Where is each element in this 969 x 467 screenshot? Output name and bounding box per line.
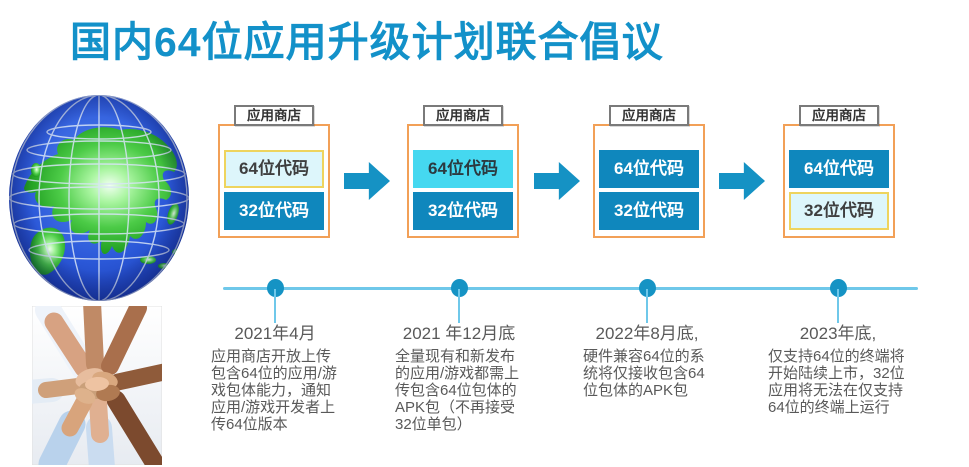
milestone-date: 2022年8月底, [595,324,699,343]
app-store-stage-2: 应用商店 64位代码 32位代码 [407,105,519,238]
milestone-description: 仅支持64位的终端将开始陆续上市，32位应用将无法在仅支持64位的终端上运行 [768,348,905,417]
code-box-32: 32位代码 [413,192,513,230]
app-store-stage-4: 应用商店 64位代码 32位代码 [783,105,895,238]
milestone-date: 2021 年12月底 [402,324,516,343]
timeline-line [223,287,918,290]
timeline-dot [639,279,656,297]
milestone-description: 全量现有和新发布的应用/游戏都需上传包含64位包体的APK包（不再接受32位单包… [395,348,520,434]
milestone-2: 2021 年12月底 全量现有和新发布的应用/游戏都需上传包含64位包体的APK… [374,324,544,434]
code-box-32: 32位代码 [599,192,699,230]
app-store-label: 应用商店 [234,105,314,126]
code-box-64: 64位代码 [789,150,889,188]
timeline-dot [451,279,468,297]
timeline-dot [830,279,847,297]
right-arrow-icon [534,162,580,200]
app-store-stage-1: 应用商店 64位代码 32位代码 [218,105,330,238]
globe-earth-icon [6,92,194,306]
timeline-tick [274,289,276,323]
timeline-dot [267,279,284,297]
app-store-box: 64位代码 32位代码 [593,124,705,238]
teamwork-hands-image [16,293,173,467]
milestone-description: 硬件兼容64位的系统将仅接收包含64位包体的APK包 [583,348,705,400]
code-box-32: 32位代码 [789,192,889,230]
right-arrow-icon [344,162,390,200]
app-store-stage-3: 应用商店 64位代码 32位代码 [593,105,705,238]
app-store-box: 64位代码 32位代码 [218,124,330,238]
code-box-32: 32位代码 [224,192,324,230]
milestone-1: 2021年4月 应用商店开放上传包含64位的应用/游戏包体能力，通知应用/游戏开… [190,324,360,434]
app-store-label: 应用商店 [799,105,879,126]
milestone-date: 2023年底, [799,324,877,343]
code-box-64: 64位代码 [413,150,513,188]
slide-title: 国内64位应用升级计划联合倡议 [70,19,664,65]
milestone-3: 2022年8月底, 硬件兼容64位的系统将仅接收包含64位包体的APK包 [562,324,732,400]
milestone-description: 应用商店开放上传包含64位的应用/游戏包体能力，通知应用/游戏开发者上传64位版… [211,348,337,434]
timeline-tick [646,289,648,323]
timeline-tick [837,289,839,323]
code-box-64: 64位代码 [599,150,699,188]
app-store-label: 应用商店 [609,105,689,126]
timeline-tick [458,289,460,323]
milestone-4: 2023年底, 仅支持64位的终端将开始陆续上市，32位应用将无法在仅支持64位… [753,324,923,417]
milestone-date: 2021年4月 [234,324,316,343]
app-store-box: 64位代码 32位代码 [407,124,519,238]
app-store-label: 应用商店 [423,105,503,126]
code-box-64: 64位代码 [224,150,324,188]
right-arrow-icon [719,162,765,200]
app-store-box: 64位代码 32位代码 [783,124,895,238]
